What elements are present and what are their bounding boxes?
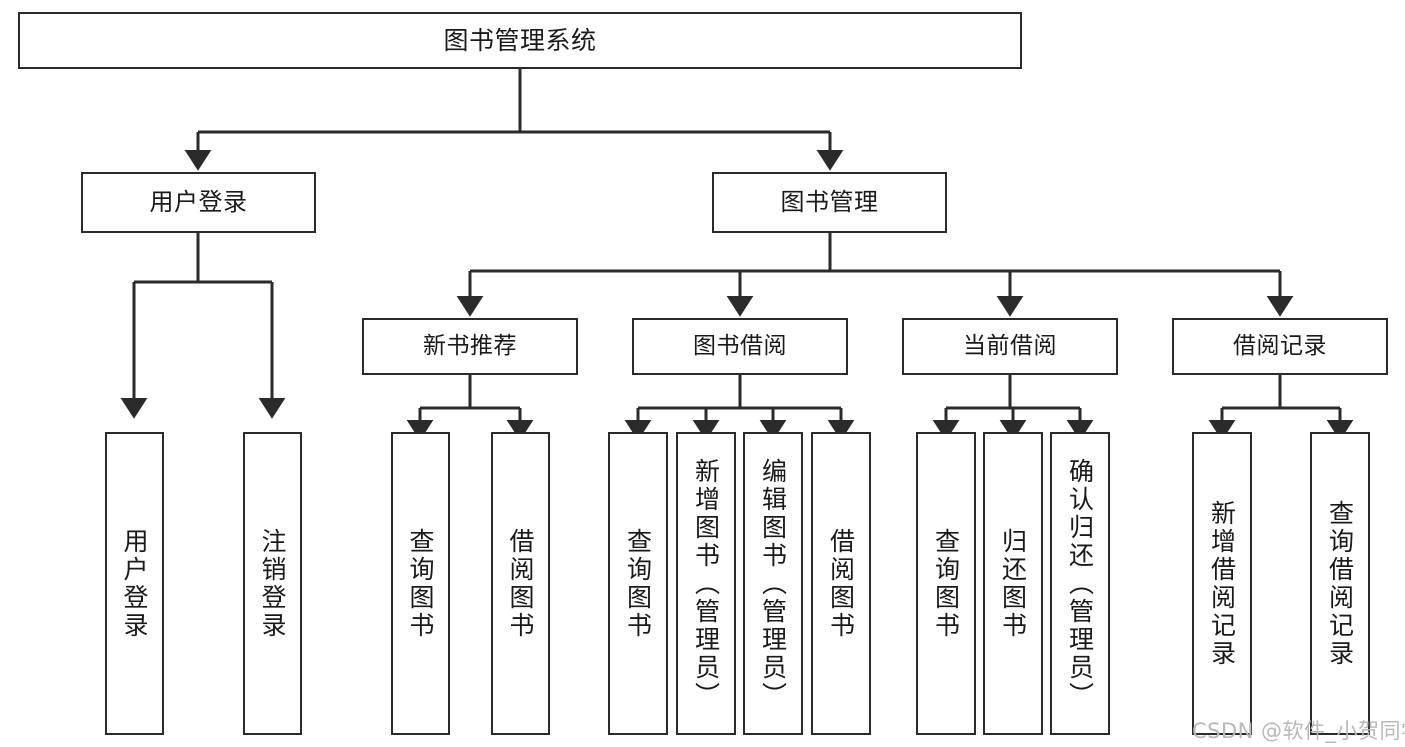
node-leaf-query-book-2[interactable]: 查询图书 <box>608 432 668 735</box>
node-leaf-logout-login-label: 注销登录 <box>258 527 287 640</box>
node-user-login[interactable]: 用户登录 <box>81 172 316 233</box>
node-leaf-query-book-1-label: 查询图书 <box>406 527 435 640</box>
node-new-book-recommend[interactable]: 新书推荐 <box>362 318 578 375</box>
node-leaf-return-book[interactable]: 归还图书 <box>983 432 1043 735</box>
node-leaf-borrow-book-2[interactable]: 借阅图书 <box>811 432 871 735</box>
node-leaf-return-book-label: 归还图书 <box>998 527 1028 640</box>
node-leaf-edit-book-admin-label: 编辑图书（管理员） <box>758 457 788 710</box>
node-leaf-confirm-return-admin-label: 确认归还（管理员） <box>1065 457 1095 710</box>
node-book-borrow[interactable]: 图书借阅 <box>632 318 848 375</box>
node-leaf-add-book-admin[interactable]: 新增图书（管理员） <box>676 432 736 735</box>
node-leaf-borrow-book-1[interactable]: 借阅图书 <box>491 432 550 735</box>
node-leaf-confirm-return-admin[interactable]: 确认归还（管理员） <box>1050 432 1110 735</box>
node-leaf-user-login-label: 用户登录 <box>120 527 149 640</box>
node-root[interactable]: 图书管理系统 <box>18 12 1022 69</box>
node-leaf-query-book-1[interactable]: 查询图书 <box>391 432 450 735</box>
node-leaf-query-book-2-label: 查询图书 <box>623 527 653 640</box>
node-user-login-label: 用户登录 <box>149 188 248 217</box>
node-leaf-query-book-3[interactable]: 查询图书 <box>916 432 976 735</box>
node-leaf-query-borrow-record-label: 查询借阅记录 <box>1325 499 1355 668</box>
node-leaf-borrow-book-2-label: 借阅图书 <box>826 527 856 640</box>
node-leaf-query-book-3-label: 查询图书 <box>931 527 961 640</box>
node-leaf-edit-book-admin[interactable]: 编辑图书（管理员） <box>743 432 803 735</box>
node-new-book-recommend-label: 新书推荐 <box>423 332 517 359</box>
node-borrow-record[interactable]: 借阅记录 <box>1172 318 1388 375</box>
node-book-management-label: 图书管理 <box>780 188 879 217</box>
node-leaf-logout-login[interactable]: 注销登录 <box>243 432 302 735</box>
node-root-label: 图书管理系统 <box>443 25 597 55</box>
node-leaf-query-borrow-record[interactable]: 查询借阅记录 <box>1310 432 1370 735</box>
node-book-management[interactable]: 图书管理 <box>712 172 947 233</box>
node-leaf-borrow-book-1-label: 借阅图书 <box>506 527 535 640</box>
watermark-text: CSDN @软件_小贺同学 <box>1192 719 1405 743</box>
node-current-borrow[interactable]: 当前借阅 <box>902 318 1118 375</box>
node-leaf-user-login[interactable]: 用户登录 <box>105 432 164 735</box>
node-leaf-add-borrow-record-label: 新增借阅记录 <box>1207 499 1237 668</box>
node-leaf-add-borrow-record[interactable]: 新增借阅记录 <box>1192 432 1252 735</box>
node-leaf-add-book-admin-label: 新增图书（管理员） <box>691 457 721 710</box>
node-current-borrow-label: 当前借阅 <box>963 332 1057 359</box>
node-borrow-record-label: 借阅记录 <box>1233 332 1327 359</box>
node-book-borrow-label: 图书借阅 <box>693 332 787 359</box>
